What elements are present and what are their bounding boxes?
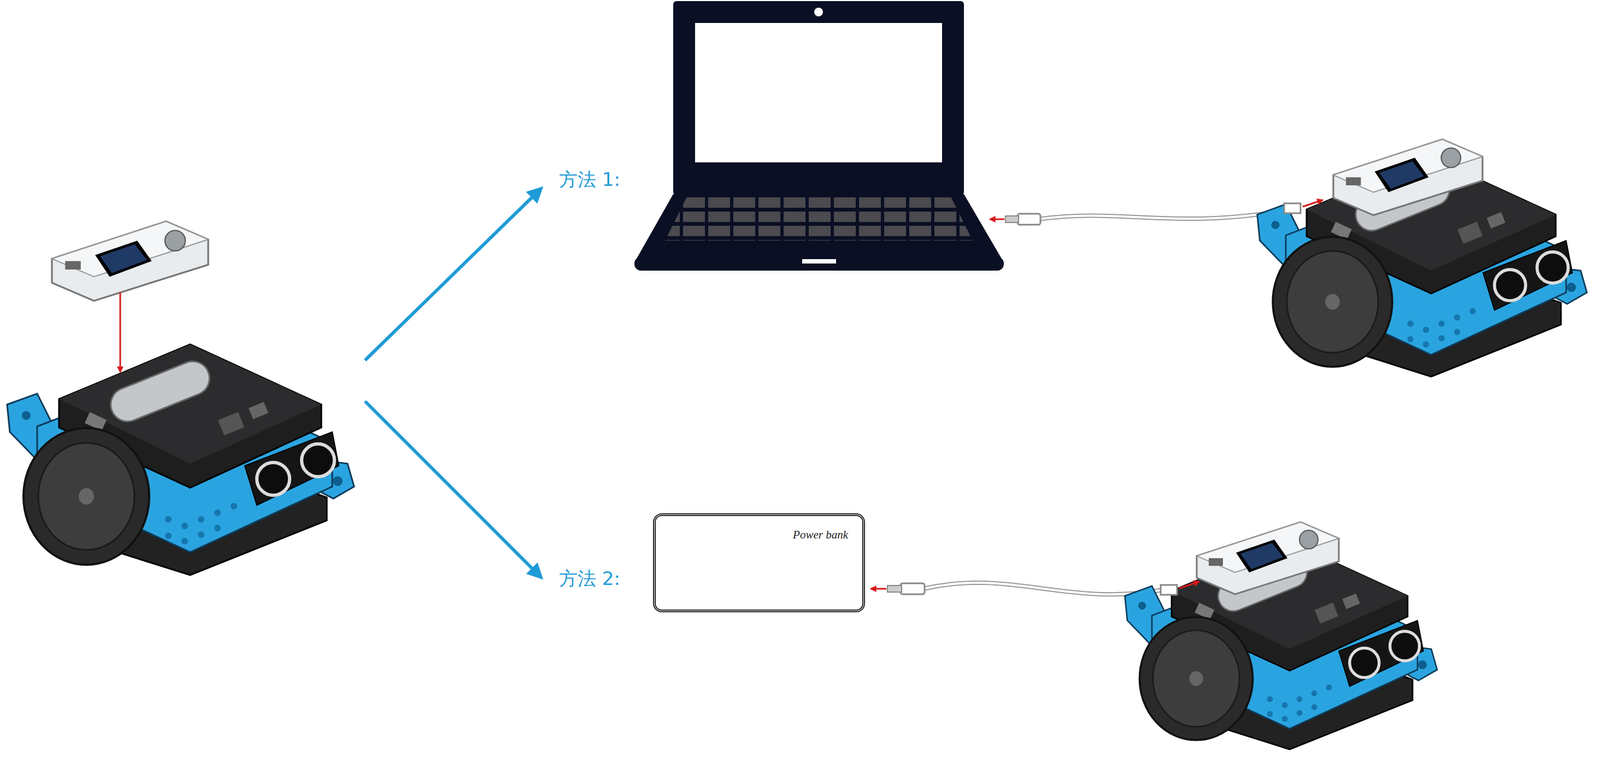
method-label: 方法 1: — [559, 167, 621, 193]
device-label: Power bank — [792, 527, 849, 542]
power-bank-box: Power bank — [653, 513, 866, 613]
method-label: 方法 2: — [559, 566, 621, 592]
